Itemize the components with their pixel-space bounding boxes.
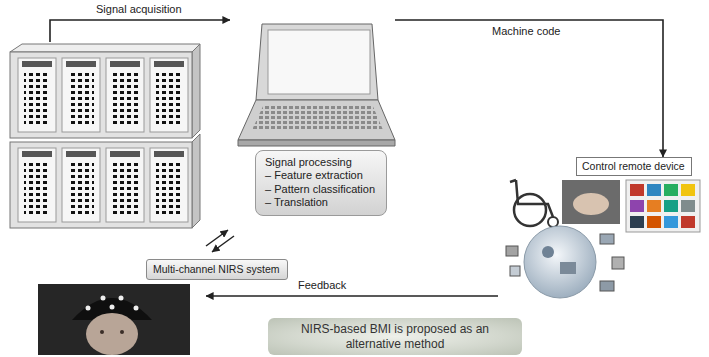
rack-side <box>192 134 200 228</box>
optode <box>110 305 115 310</box>
port-array <box>68 162 94 214</box>
icon-grid <box>626 180 700 232</box>
rack-module <box>150 58 188 132</box>
module-plate <box>66 61 96 67</box>
grid-icon <box>664 200 678 212</box>
node-text: Signal processing <box>265 156 377 169</box>
port-array <box>112 72 138 124</box>
device-icon <box>600 234 614 244</box>
rack-top <box>10 44 200 52</box>
subject-photo <box>38 284 190 355</box>
laptop-keyboard <box>252 104 383 130</box>
grid-icon <box>664 216 678 228</box>
module-plate <box>154 61 184 67</box>
grid-icon <box>681 200 695 212</box>
port-array <box>68 72 94 124</box>
signal-arrow <box>212 236 234 252</box>
node-text: – Translation <box>265 196 377 209</box>
signal-processing-node: Signal processing– Feature extraction– P… <box>230 8 395 216</box>
hand-shape <box>573 193 609 215</box>
control-device-node: Control remote device <box>576 157 692 176</box>
eye <box>120 330 124 334</box>
nirs-hardware <box>10 44 200 228</box>
grid-icon <box>681 184 695 196</box>
face <box>86 313 138 355</box>
optode <box>119 296 124 301</box>
flow-arrow <box>50 20 230 42</box>
feedback-arrow <box>206 295 498 297</box>
laptop-screen <box>268 30 370 94</box>
edge-label: Signal acquisition <box>96 3 182 16</box>
module-plate <box>110 61 140 67</box>
device-label-box: Control remote device <box>576 157 692 176</box>
rack-module <box>62 148 100 222</box>
optode <box>86 306 91 311</box>
grid-icon <box>647 200 661 212</box>
rack-module <box>106 58 144 132</box>
module-plate <box>66 151 96 157</box>
label-box: Multi-channel NIRS system <box>146 259 288 280</box>
laptop-front <box>238 140 395 146</box>
port-array <box>24 72 50 124</box>
rack-unit <box>10 52 192 138</box>
device-icon <box>510 266 520 276</box>
port-array <box>24 162 50 214</box>
conclusion-band: NIRS-based BMI is proposed as an alterna… <box>268 318 522 356</box>
device-icon <box>612 257 624 269</box>
connector-layer <box>50 20 663 157</box>
grid-icon <box>630 200 644 212</box>
node-text: – Pattern classification <box>265 183 377 196</box>
laptop-base <box>238 100 395 140</box>
rack-module <box>18 148 56 222</box>
node-text: NIRS-based BMI is proposed as an alterna… <box>278 322 512 351</box>
rack-side <box>192 44 200 138</box>
port-array <box>156 162 182 214</box>
grid-icon <box>647 216 661 228</box>
grid-icon <box>647 184 661 196</box>
remote-devices <box>506 180 700 298</box>
device-icon <box>542 246 554 258</box>
nirs-system-node: Multi-channel NIRS system <box>8 42 288 280</box>
flow-arrow <box>395 20 663 157</box>
eye <box>100 330 104 334</box>
rack-module <box>150 148 188 222</box>
optode <box>134 306 139 311</box>
device-icon <box>560 262 576 274</box>
arrow-label: Feedback <box>298 279 346 292</box>
module-plate <box>22 151 52 157</box>
wheelchair-frame <box>516 180 553 217</box>
laptop-lid <box>256 24 378 100</box>
module-plate <box>154 151 184 157</box>
laptop-illustration <box>238 24 395 146</box>
rack-module <box>18 58 56 132</box>
wheelchair-wheel <box>548 217 558 227</box>
grid-icon <box>681 216 695 228</box>
hand-photo <box>562 180 620 224</box>
node-text: – Feature extraction <box>265 169 377 182</box>
edge-label: Machine code <box>492 25 561 38</box>
device-icon <box>506 246 518 256</box>
rack-module <box>106 148 144 222</box>
module-plate <box>110 151 140 157</box>
photo-ground <box>38 284 190 355</box>
module-plate <box>22 61 52 67</box>
rack-module <box>62 58 100 132</box>
process-box: Signal processing– Feature extraction– P… <box>255 150 387 216</box>
port-array <box>156 72 182 124</box>
node-text: Control remote device <box>582 160 686 173</box>
note-band: NIRS-based BMI is proposed as an alterna… <box>268 318 522 355</box>
grid-icon <box>630 184 644 196</box>
node-text: Multi-channel NIRS system <box>153 263 281 276</box>
rack-unit <box>10 142 192 228</box>
grid-icon <box>630 216 644 228</box>
wheelchair-handle <box>510 180 516 182</box>
device-icon <box>600 281 614 291</box>
globe <box>524 226 596 298</box>
grid-icon <box>664 184 678 196</box>
port-array <box>112 162 138 214</box>
optode <box>101 296 106 301</box>
